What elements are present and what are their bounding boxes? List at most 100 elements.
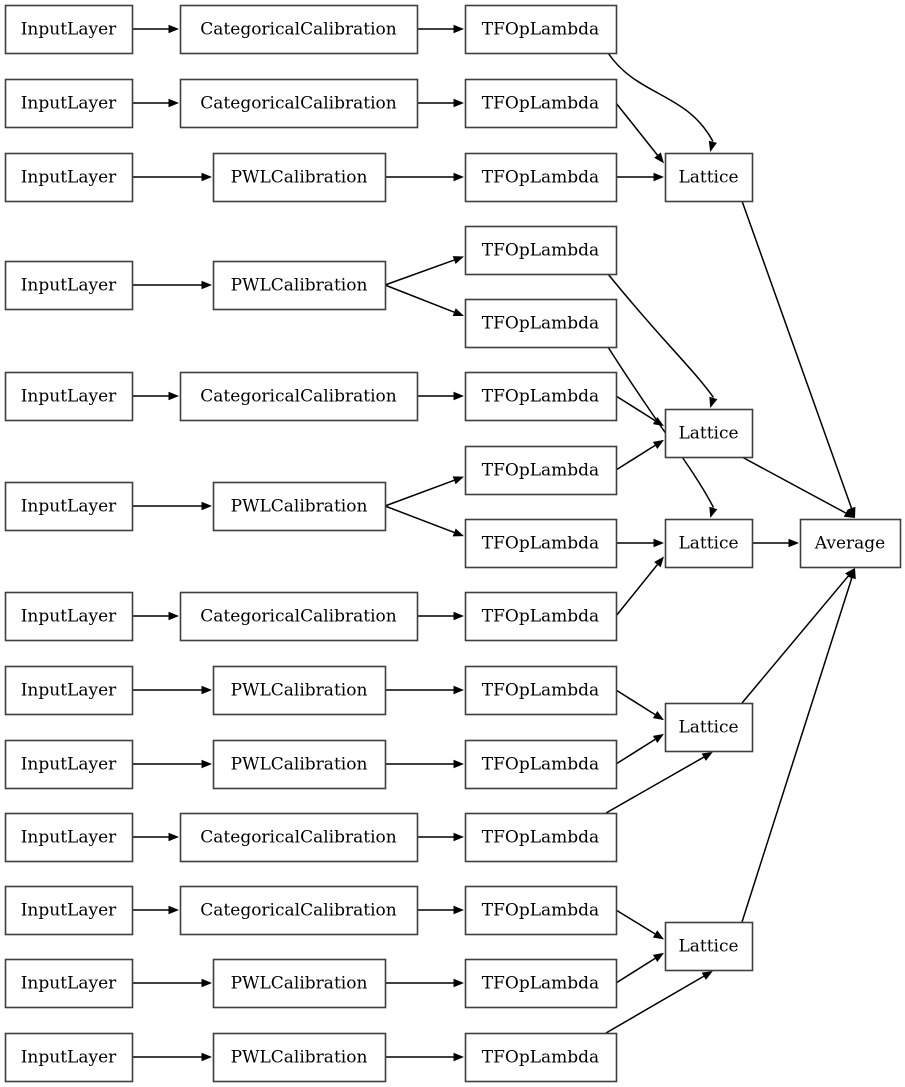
node-categorical-calibration-cal1[interactable]: CategoricalCalibration bbox=[179, 4, 419, 55]
node-box[interactable] bbox=[464, 885, 618, 936]
node-input-layer-in1[interactable]: InputLayer bbox=[4, 4, 134, 55]
node-box[interactable] bbox=[179, 591, 419, 642]
node-lattice-lat1[interactable]: Lattice bbox=[664, 152, 754, 203]
node-tfop-lambda-op1[interactable]: TFOpLambda bbox=[464, 4, 618, 55]
node-tfop-lambda-op5[interactable]: TFOpLambda bbox=[464, 298, 618, 349]
node-box[interactable] bbox=[464, 152, 618, 203]
node-pwlcalibration-cal13[interactable]: PWLCalibration bbox=[212, 1032, 387, 1083]
node-label: TFOpLambda bbox=[482, 681, 599, 701]
node-box[interactable] bbox=[4, 812, 134, 863]
node-box[interactable] bbox=[464, 665, 618, 716]
node-lattice-lat3[interactable]: Lattice bbox=[664, 518, 754, 569]
node-tfop-lambda-op8[interactable]: TFOpLambda bbox=[464, 518, 618, 569]
node-box[interactable] bbox=[4, 591, 134, 642]
node-box[interactable] bbox=[464, 812, 618, 863]
node-box[interactable] bbox=[799, 518, 902, 569]
node-box[interactable] bbox=[464, 445, 618, 496]
node-tfop-lambda-op4[interactable]: TFOpLambda bbox=[464, 225, 618, 276]
node-tfop-lambda-op2[interactable]: TFOpLambda bbox=[464, 78, 618, 129]
node-tfop-lambda-op6[interactable]: TFOpLambda bbox=[464, 371, 618, 422]
node-box[interactable] bbox=[464, 518, 618, 569]
node-categorical-calibration-cal5[interactable]: CategoricalCalibration bbox=[179, 371, 419, 422]
node-input-layer-in6[interactable]: InputLayer bbox=[4, 481, 134, 532]
node-tfop-lambda-op10[interactable]: TFOpLambda bbox=[464, 665, 618, 716]
node-box[interactable] bbox=[4, 665, 134, 716]
node-box[interactable] bbox=[664, 702, 754, 753]
node-pwlcalibration-cal3[interactable]: PWLCalibration bbox=[212, 152, 387, 203]
node-box[interactable] bbox=[4, 260, 134, 311]
node-categorical-calibration-cal11[interactable]: CategoricalCalibration bbox=[179, 885, 419, 936]
node-lattice-lat4[interactable]: Lattice bbox=[664, 702, 754, 753]
node-box[interactable] bbox=[464, 225, 618, 276]
node-box[interactable] bbox=[464, 298, 618, 349]
node-box[interactable] bbox=[4, 78, 134, 129]
node-box[interactable] bbox=[4, 481, 134, 532]
node-input-layer-in3[interactable]: InputLayer bbox=[4, 152, 134, 203]
node-label: Average bbox=[814, 534, 885, 554]
edge-in2-to-cal2 bbox=[132, 98, 179, 108]
node-tfop-lambda-op13[interactable]: TFOpLambda bbox=[464, 885, 618, 936]
node-box[interactable] bbox=[4, 1032, 134, 1083]
node-input-layer-in10[interactable]: InputLayer bbox=[4, 812, 134, 863]
node-box[interactable] bbox=[212, 958, 387, 1009]
node-lattice-lat5[interactable]: Lattice bbox=[664, 921, 754, 972]
node-box[interactable] bbox=[664, 152, 754, 203]
node-pwlcalibration-cal4[interactable]: PWLCalibration bbox=[212, 260, 387, 311]
node-lattice-lat2[interactable]: Lattice bbox=[664, 408, 754, 459]
node-tfop-lambda-op15[interactable]: TFOpLambda bbox=[464, 1032, 618, 1083]
node-input-layer-in5[interactable]: InputLayer bbox=[4, 371, 134, 422]
node-tfop-lambda-op9[interactable]: TFOpLambda bbox=[464, 591, 618, 642]
node-tfop-lambda-op11[interactable]: TFOpLambda bbox=[464, 739, 618, 790]
node-box[interactable] bbox=[179, 371, 419, 422]
node-categorical-calibration-cal2[interactable]: CategoricalCalibration bbox=[179, 78, 419, 129]
node-box[interactable] bbox=[212, 481, 387, 532]
node-input-layer-in13[interactable]: InputLayer bbox=[4, 1032, 134, 1083]
node-box[interactable] bbox=[4, 4, 134, 55]
node-box[interactable] bbox=[4, 152, 134, 203]
node-box[interactable] bbox=[464, 78, 618, 129]
node-box[interactable] bbox=[664, 518, 754, 569]
node-categorical-calibration-cal7[interactable]: CategoricalCalibration bbox=[179, 591, 419, 642]
node-average-avg[interactable]: Average bbox=[799, 518, 902, 569]
node-box[interactable] bbox=[464, 371, 618, 422]
node-categorical-calibration-cal10[interactable]: CategoricalCalibration bbox=[179, 812, 419, 863]
node-box[interactable] bbox=[212, 1032, 387, 1083]
node-tfop-lambda-op7[interactable]: TFOpLambda bbox=[464, 445, 618, 496]
node-box[interactable] bbox=[464, 1032, 618, 1083]
node-box[interactable] bbox=[212, 665, 387, 716]
node-pwlcalibration-cal6[interactable]: PWLCalibration bbox=[212, 481, 387, 532]
node-label: PWLCalibration bbox=[231, 497, 368, 517]
node-box[interactable] bbox=[464, 591, 618, 642]
node-pwlcalibration-cal8[interactable]: PWLCalibration bbox=[212, 665, 387, 716]
node-box[interactable] bbox=[4, 739, 134, 790]
node-box[interactable] bbox=[464, 739, 618, 790]
node-input-layer-in7[interactable]: InputLayer bbox=[4, 591, 134, 642]
node-box[interactable] bbox=[179, 78, 419, 129]
node-input-layer-in8[interactable]: InputLayer bbox=[4, 665, 134, 716]
node-label: TFOpLambda bbox=[482, 974, 599, 994]
node-input-layer-in4[interactable]: InputLayer bbox=[4, 260, 134, 311]
node-box[interactable] bbox=[179, 4, 419, 55]
node-box[interactable] bbox=[664, 408, 754, 459]
node-label: TFOpLambda bbox=[482, 901, 599, 921]
node-box[interactable] bbox=[212, 739, 387, 790]
node-tfop-lambda-op12[interactable]: TFOpLambda bbox=[464, 812, 618, 863]
node-input-layer-in2[interactable]: InputLayer bbox=[4, 78, 134, 129]
node-box[interactable] bbox=[4, 885, 134, 936]
node-box[interactable] bbox=[464, 958, 618, 1009]
node-box[interactable] bbox=[179, 812, 419, 863]
node-tfop-lambda-op14[interactable]: TFOpLambda bbox=[464, 958, 618, 1009]
node-input-layer-in12[interactable]: InputLayer bbox=[4, 958, 134, 1009]
node-box[interactable] bbox=[4, 958, 134, 1009]
node-input-layer-in11[interactable]: InputLayer bbox=[4, 885, 134, 936]
node-box[interactable] bbox=[212, 152, 387, 203]
node-input-layer-in9[interactable]: InputLayer bbox=[4, 739, 134, 790]
node-box[interactable] bbox=[4, 371, 134, 422]
node-pwlcalibration-cal12[interactable]: PWLCalibration bbox=[212, 958, 387, 1009]
node-box[interactable] bbox=[464, 4, 618, 55]
node-pwlcalibration-cal9[interactable]: PWLCalibration bbox=[212, 739, 387, 790]
node-tfop-lambda-op3[interactable]: TFOpLambda bbox=[464, 152, 618, 203]
node-box[interactable] bbox=[212, 260, 387, 311]
node-box[interactable] bbox=[664, 921, 754, 972]
node-box[interactable] bbox=[179, 885, 419, 936]
